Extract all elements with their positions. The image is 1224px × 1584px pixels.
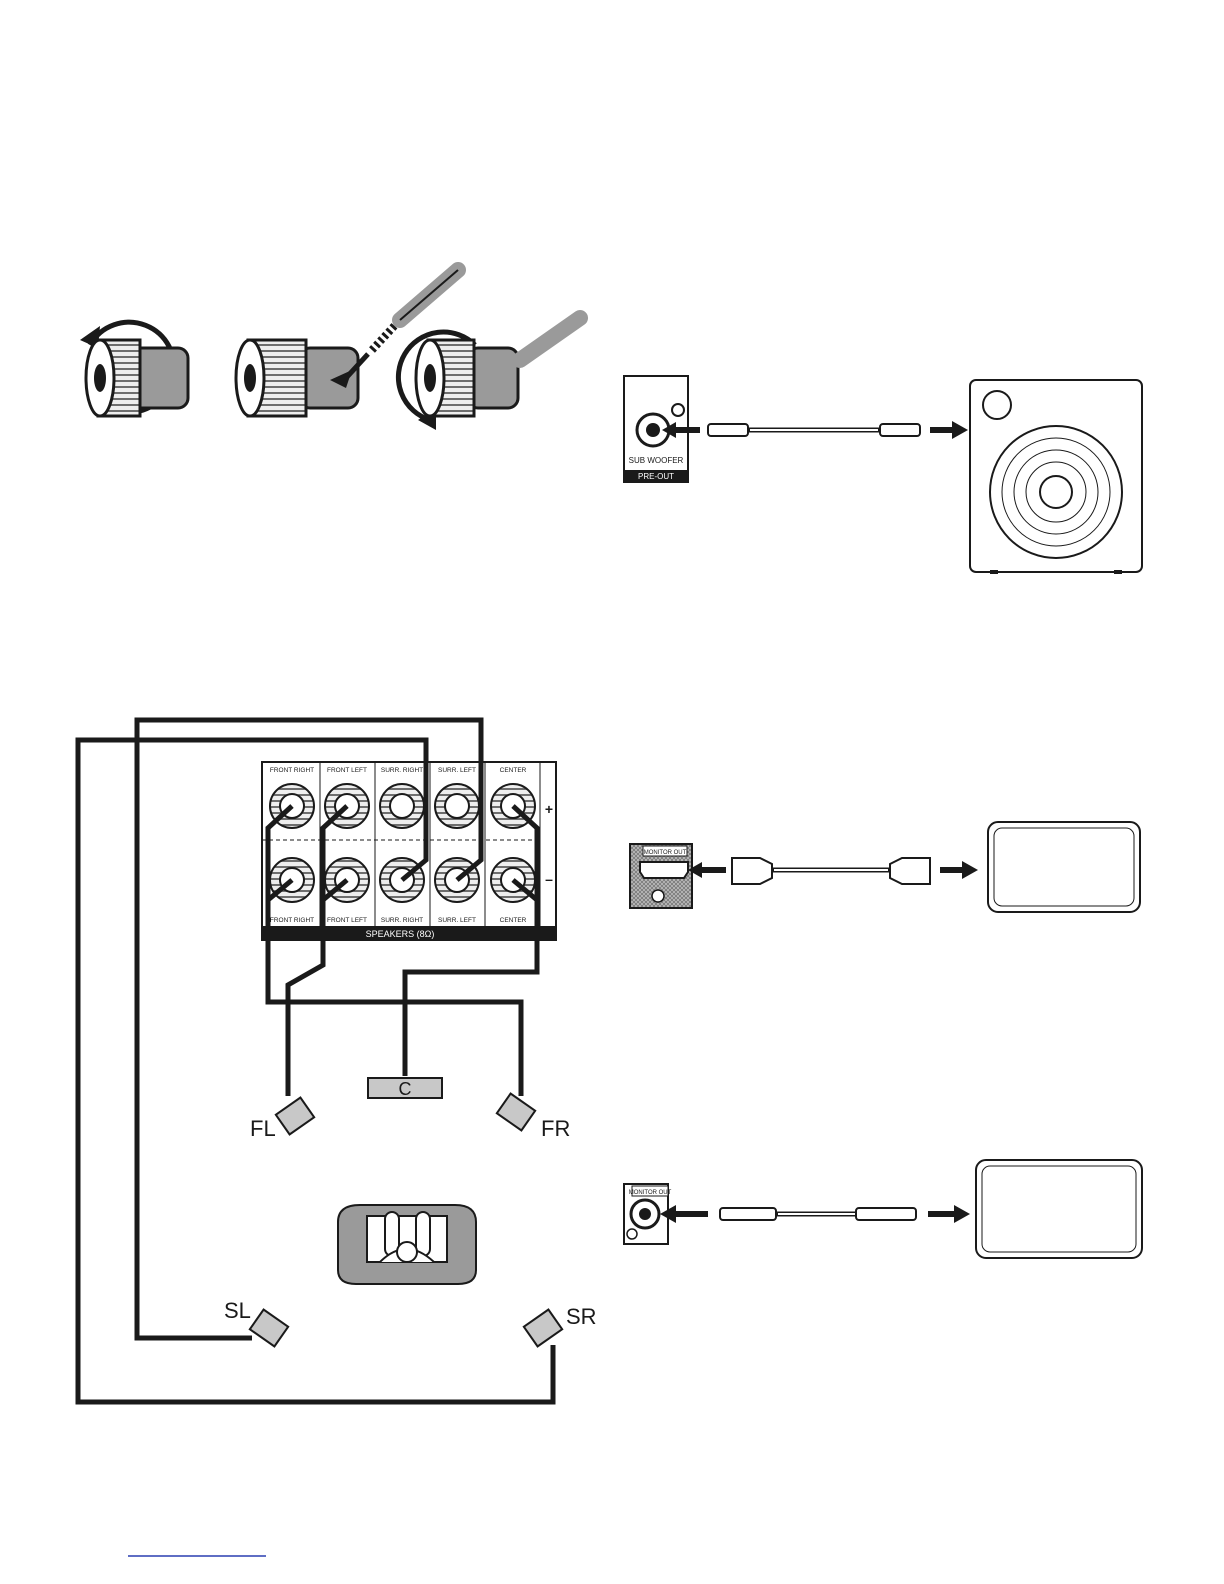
column-label-bottom: FRONT RIGHT xyxy=(270,917,314,924)
subwoofer-jack-label: SUB WOOFER xyxy=(629,456,684,465)
tv-screen-icon xyxy=(976,1160,1142,1258)
bare-wire xyxy=(372,322,398,350)
column-label-bottom: SURR. LEFT xyxy=(438,917,476,924)
speakers-footer-label: SPEAKERS (8Ω) xyxy=(366,929,435,939)
column-label-top: FRONT LEFT xyxy=(327,767,367,774)
subwoofer-connection: SUB WOOFER PRE-OUT xyxy=(624,376,1142,574)
column-label-bottom: FRONT LEFT xyxy=(327,917,367,924)
speaker-front-right: FR xyxy=(497,1094,570,1141)
column-label-bottom: CENTER xyxy=(500,917,527,924)
hdmi-jack-label: MONITOR OUT xyxy=(644,850,687,856)
tv-screen-icon xyxy=(988,822,1140,912)
composite-jack-label: MONITOR OUT xyxy=(629,1190,672,1196)
hdmi-plug-left xyxy=(732,858,772,884)
speaker-label: C xyxy=(399,1079,412,1099)
hdmi-plug-right xyxy=(890,858,930,884)
pre-out-label: PRE-OUT xyxy=(638,472,674,481)
rca-plug-right xyxy=(880,424,920,436)
binding-post-step-3 xyxy=(398,318,580,430)
listener-sofa-icon xyxy=(338,1205,476,1284)
speaker-box-icon xyxy=(276,1098,314,1135)
column-label-top: CENTER xyxy=(500,767,527,774)
speaker-surround-right: SR xyxy=(524,1304,597,1346)
speaker-front-left: FL xyxy=(250,1098,314,1141)
binding-post-steps xyxy=(80,270,580,430)
rca-plug-left xyxy=(708,424,748,436)
binding-post-step-1 xyxy=(80,322,188,416)
minus-sign: – xyxy=(545,871,553,887)
composite-monitor-connection: MONITOR OUT xyxy=(624,1160,1142,1258)
column-label-top: SURR. RIGHT xyxy=(381,767,423,774)
hdmi-monitor-connection: MONITOR OUT xyxy=(630,822,1140,912)
plus-sign: + xyxy=(545,801,553,817)
speaker-label: FR xyxy=(541,1116,570,1141)
column-label-bottom: SURR. RIGHT xyxy=(381,917,423,924)
hdmi-port-icon xyxy=(640,862,688,878)
speaker-label: SL xyxy=(224,1298,251,1323)
column-label-top: FRONT RIGHT xyxy=(270,767,314,774)
speaker-label: SR xyxy=(566,1304,597,1329)
speaker-wiring-diagram: SPEAKERS (8Ω) + – FRONT RIGHT FRONT RIGH… xyxy=(78,720,597,1402)
column-label-top: SURR. LEFT xyxy=(438,767,476,774)
speaker-box-icon xyxy=(250,1310,288,1347)
speaker-box-icon xyxy=(524,1310,562,1347)
rca-plug-right xyxy=(856,1208,916,1220)
speaker-label: FL xyxy=(250,1116,276,1141)
rca-plug-left xyxy=(720,1208,776,1220)
speaker-center: C xyxy=(368,1078,442,1099)
speaker-box-icon xyxy=(497,1094,535,1131)
